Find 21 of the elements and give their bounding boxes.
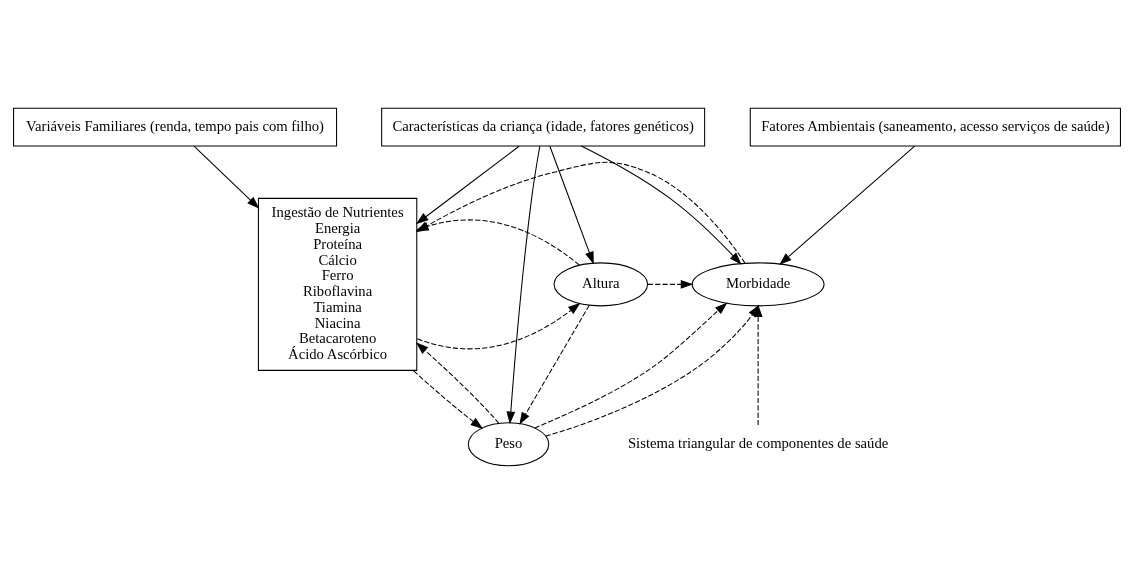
node-box: Ingestão de Nutrientes Energia Proteína Cálcio Ferro Riboflavina Tiamina Niacina Betacaroteno Ácido Ascórbico	[257, 197, 418, 371]
node-box: Características da criança (idade, fatores genéticos)	[381, 107, 706, 146]
node-ellipse: Altura	[553, 261, 649, 306]
arrow	[647, 279, 694, 289]
arrow	[413, 369, 484, 429]
arrow	[506, 144, 541, 424]
node-ellipse: Peso	[467, 421, 550, 466]
arrow	[580, 144, 742, 265]
arrow	[415, 341, 500, 424]
arrow	[415, 145, 520, 224]
arrow	[753, 303, 763, 426]
node-box: Fatores Ambientais (saneamento, acesso serviços de saúde)	[749, 107, 1121, 146]
arrow	[416, 302, 581, 349]
arrow	[193, 145, 260, 209]
arrow	[549, 145, 594, 264]
arrow	[534, 302, 728, 429]
node-box: Variáveis Familiares (renda, tempo pais com filho)	[13, 107, 338, 146]
node-ellipse: Morbidade	[691, 261, 825, 306]
arrow	[779, 145, 916, 265]
arrow	[519, 304, 590, 425]
node-text: Sistema triangular de componentes de saúde	[627, 434, 889, 451]
